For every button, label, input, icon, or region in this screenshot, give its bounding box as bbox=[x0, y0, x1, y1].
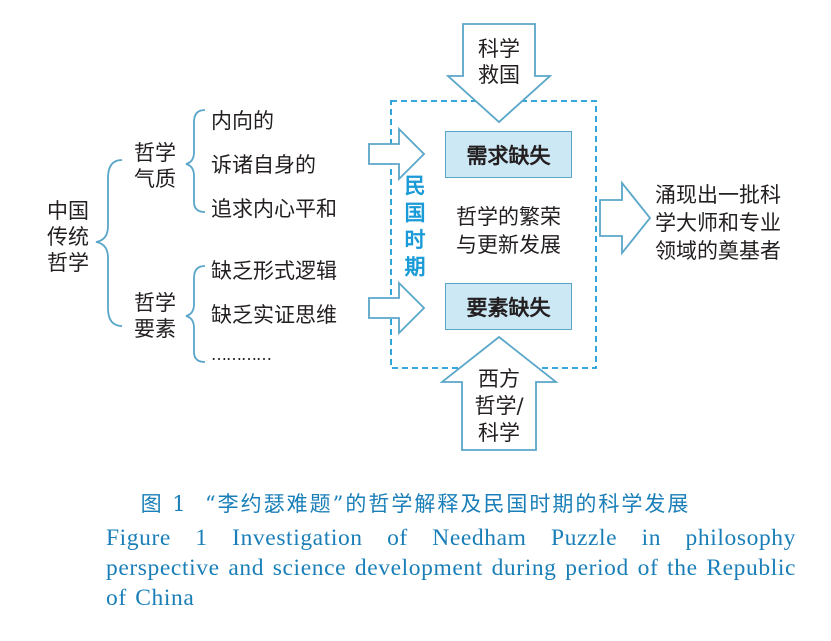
caption-english: Figure 1 Investigation of Needham Puzzle… bbox=[106, 525, 796, 611]
diagram-graphics bbox=[95, 23, 652, 451]
temperament-item-2: 诉诸自身的 bbox=[211, 153, 316, 177]
arrow-into-elements bbox=[368, 280, 426, 336]
root-line-1: 中国 bbox=[47, 199, 89, 223]
arrow-to-result bbox=[599, 180, 652, 256]
elements-item-1: 缺乏形式逻辑 bbox=[211, 259, 337, 283]
temperament-label: 哲学 气质 bbox=[130, 140, 180, 192]
temperament-item-1: 内向的 bbox=[211, 109, 274, 133]
arrow-top-down bbox=[445, 23, 553, 124]
center-line-2: 与更新发展 bbox=[456, 233, 561, 257]
elements-label-line-2: 要素 bbox=[134, 317, 176, 341]
center-line-1: 哲学的繁荣 bbox=[456, 205, 561, 229]
bottom-arrow-line-1: 西方 bbox=[478, 367, 520, 391]
result-line-2: 学大师和专业 bbox=[655, 211, 781, 235]
temperament-label-line-2: 气质 bbox=[134, 167, 176, 191]
temperament-label-line-1: 哲学 bbox=[134, 141, 176, 165]
elements-item-3: ………… bbox=[211, 345, 272, 364]
top-arrow-text: 科学 救国 bbox=[463, 36, 535, 88]
bottom-arrow-text: 西方 哲学/ 科学 bbox=[462, 366, 536, 447]
bottom-arrow-line-3: 科学 bbox=[478, 421, 520, 445]
top-arrow-line-1: 科学 bbox=[478, 37, 520, 61]
root-line-3: 哲学 bbox=[47, 251, 89, 275]
root-label: 中国 传统 哲学 bbox=[43, 198, 93, 276]
period-label: 民 国 时 期 bbox=[402, 173, 428, 281]
elements-missing-box: 要素缺失 bbox=[445, 283, 572, 330]
root-brace bbox=[95, 159, 123, 327]
period-char-1: 民 bbox=[404, 174, 426, 198]
result-text: 涌现出一批科 学大师和专业 领域的奠基者 bbox=[655, 181, 781, 265]
root-line-2: 传统 bbox=[47, 225, 89, 249]
period-char-2: 国 bbox=[404, 201, 426, 225]
elements-item-2: 缺乏实证思维 bbox=[211, 303, 337, 327]
result-line-3: 领域的奠基者 bbox=[655, 239, 781, 263]
period-char-4: 期 bbox=[404, 255, 426, 279]
result-line-1: 涌现出一批科 bbox=[655, 183, 781, 207]
bottom-arrow-line-2: 哲学/ bbox=[474, 394, 524, 418]
elements-label-line-1: 哲学 bbox=[134, 291, 176, 315]
top-arrow-line-2: 救国 bbox=[478, 63, 520, 87]
temperament-item-3: 追求内心平和 bbox=[211, 197, 337, 221]
needham-diagram: 中国 传统 哲学 哲学 气质 内向的 诉诸自身的 追求内心平和 哲学 要素 缺乏… bbox=[43, 23, 781, 451]
arrow-bottom-up bbox=[439, 335, 559, 451]
elements-brace bbox=[185, 265, 206, 363]
period-char-3: 时 bbox=[404, 228, 426, 252]
temperament-brace bbox=[185, 109, 206, 213]
demand-missing-box: 需求缺失 bbox=[445, 131, 572, 178]
caption-chinese: 图 1 “李约瑟难题”的哲学解释及民国时期的科学发展 bbox=[140, 492, 691, 516]
arrow-into-demand bbox=[368, 126, 426, 182]
elements-label: 哲学 要素 bbox=[130, 290, 180, 342]
center-text: 哲学的繁荣 与更新发展 bbox=[440, 203, 577, 259]
